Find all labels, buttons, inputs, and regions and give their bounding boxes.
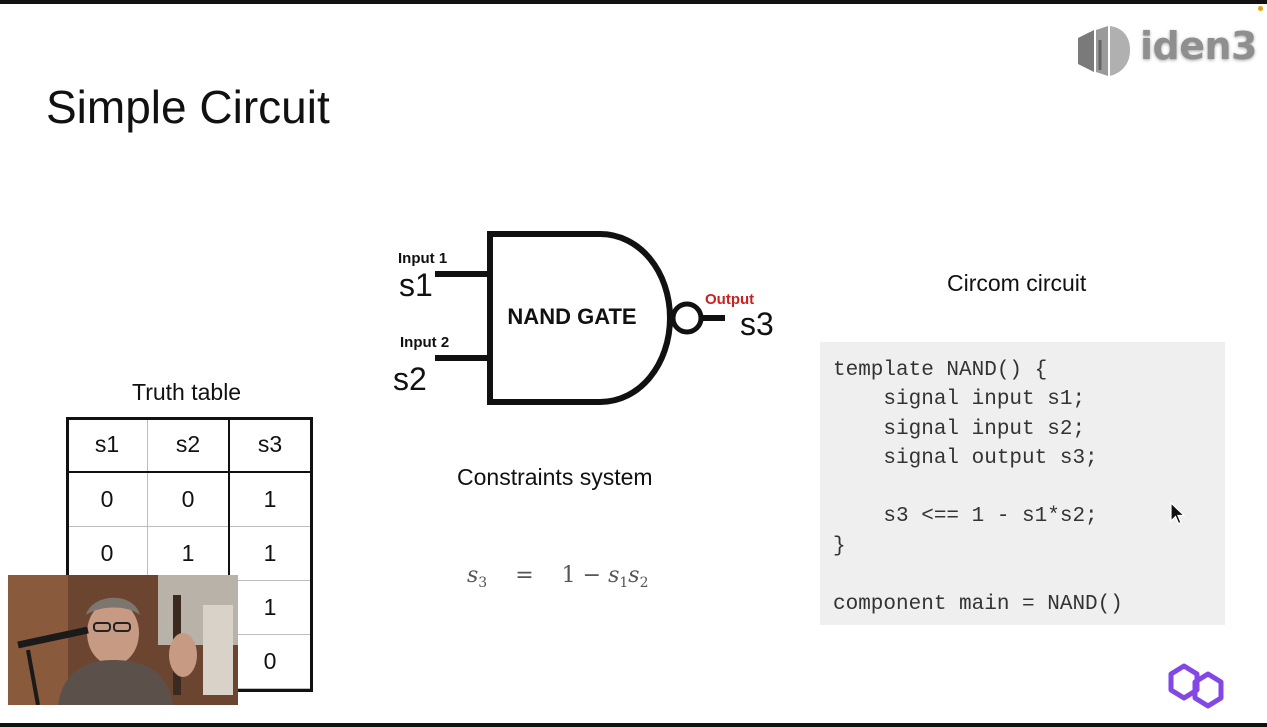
table-cell: 0 (228, 634, 311, 689)
eq-rhs-b: s (628, 563, 640, 588)
top-border (0, 0, 1267, 4)
table-cell: 1 (228, 580, 311, 635)
code-line: } (833, 534, 846, 558)
table-cell: 0 (66, 471, 148, 527)
table-cell: 0 (66, 526, 148, 581)
truth-table-header: s1 s2 s3 (66, 417, 311, 473)
table-cell: 1 (228, 471, 311, 527)
table-cell: 0 (147, 471, 230, 527)
eq-lhs-sub: 3 (478, 575, 488, 591)
code-line: template NAND() { (833, 359, 1048, 382)
eq-lhs: s (467, 563, 479, 588)
code-line: s3 <== 1 - s1*s2; (833, 505, 1098, 529)
table-row: 0 1 1 (66, 526, 311, 581)
input1-signal: s1 (399, 267, 433, 303)
recording-indicator (1258, 6, 1263, 11)
table-cell: 1 (228, 526, 311, 581)
iden3-logo-text: iden3 (1140, 24, 1258, 68)
gate-label: NAND GATE (507, 304, 636, 329)
nand-gate-diagram: NAND GATE Input 1 s1 Input 2 s2 Output s… (385, 222, 795, 412)
output-signal: s3 (740, 306, 774, 342)
constraint-equation: s3 = 1 − s1s2 (467, 563, 649, 591)
constraints-label: Constraints system (457, 464, 653, 490)
truth-table-label: Truth table (132, 379, 242, 405)
header-cell: s2 (147, 417, 230, 473)
header-cell: s1 (66, 417, 148, 473)
circom-label: Circom circuit (947, 270, 1087, 296)
polygon-logo-icon (1168, 663, 1224, 709)
bottom-border (0, 723, 1267, 727)
eq-const: 1 − (561, 563, 602, 588)
header-cell: s3 (228, 417, 311, 473)
table-cell: 1 (147, 526, 230, 581)
input2-label: Input 2 (400, 334, 449, 351)
code-line (833, 473, 1225, 502)
code-line (833, 561, 1225, 590)
code-line: component main = NAND() (833, 593, 1123, 617)
output-label: Output (705, 291, 754, 308)
table-row: 0 0 1 (66, 471, 311, 527)
mouse-cursor-icon (1170, 502, 1186, 525)
eq-rhs-a-sub: 1 (619, 575, 629, 591)
circom-code-block: template NAND() { signal input s1; signa… (820, 342, 1225, 625)
inverter-bubble (670, 301, 704, 335)
slide-title: Simple Circuit (46, 81, 330, 133)
eq-rhs-a: s (608, 563, 620, 588)
code-line: signal output s3; (833, 446, 1098, 470)
code-line: signal input s2; (833, 417, 1086, 441)
eq-equals: = (515, 563, 534, 588)
nand-gate-body (487, 231, 674, 405)
iden3-logo-icon (1078, 26, 1130, 76)
input1-label: Input 1 (398, 250, 447, 267)
eq-rhs-b-sub: 2 (639, 575, 649, 591)
presenter-video-frame (8, 575, 238, 705)
input2-signal: s2 (393, 361, 427, 397)
presenter-webcam (8, 575, 238, 705)
code-line: signal input s1; (833, 388, 1086, 412)
